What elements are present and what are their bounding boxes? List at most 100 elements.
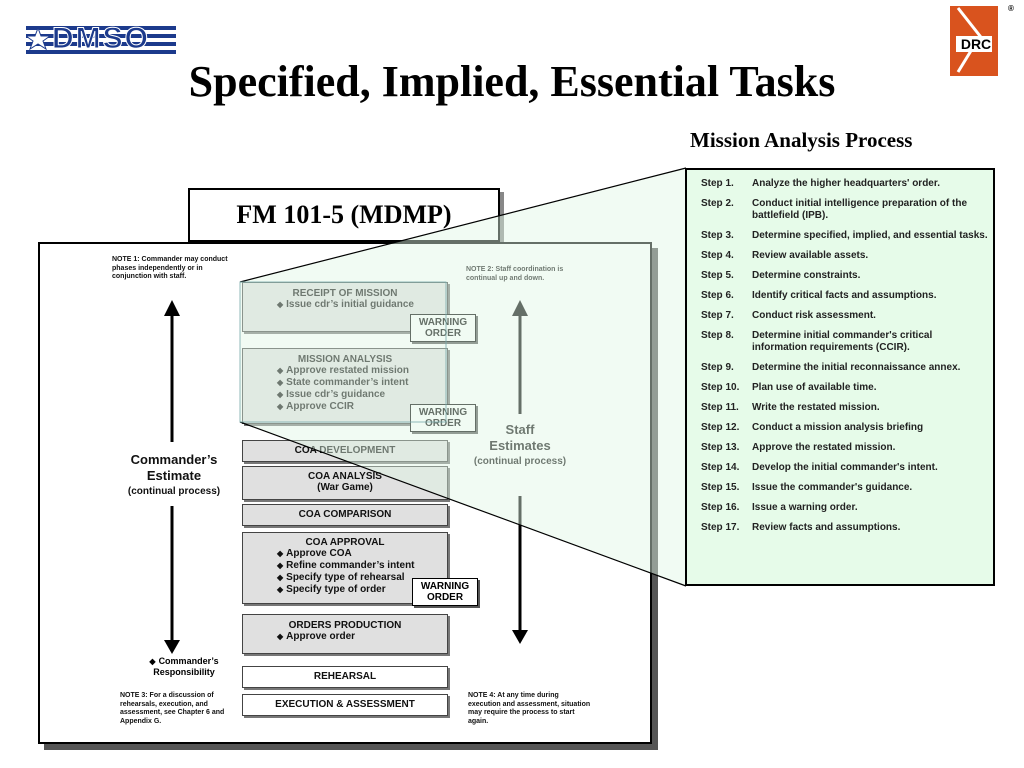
phase-item: Specify type of order — [277, 584, 447, 596]
step-text: Analyze the higher headquarters' order. — [752, 178, 940, 189]
phase-item: State commander’s intent — [277, 377, 447, 389]
step-row: Step 17.Review facts and assumptions. — [701, 522, 989, 534]
step-row: Step 3. Determine specified, implied, and… — [701, 230, 989, 242]
step-row: Step 8. Determine initial commander's cri… — [701, 330, 989, 354]
step-text: Write the restated mission. — [752, 402, 880, 413]
step-number: Step 3. — [701, 230, 734, 241]
warning-order-line1: WARNING — [418, 317, 468, 328]
step-number: Step 16. — [701, 502, 740, 513]
dmso-logo-text: DMSO — [52, 22, 150, 56]
step-number: Step 15. — [701, 482, 740, 493]
drc-logo-text: DRC — [960, 36, 992, 52]
warning-order-line2: ORDER — [424, 418, 462, 429]
staff-estimates-label: Staff Estimates (continual process) — [458, 422, 582, 470]
phase-rehearsal: REHEARSAL — [242, 666, 448, 688]
phase-item: Approve order — [277, 631, 447, 643]
step-text: Issue a warning order. — [752, 502, 858, 513]
step-number: Step 12. — [701, 422, 740, 433]
step-row: Step 11. Write the restated mission. — [701, 402, 989, 414]
commanders-estimate-label: Commander’s Estimate (continual process) — [104, 452, 244, 500]
dmso-logo: DMSO — [24, 20, 176, 64]
step-row: Step 15.Issue the commander's guidance. — [701, 482, 989, 494]
steps-list: Step 1. Analyze the higher headquarters' … — [701, 178, 989, 534]
phase-title: COA COMPARISON — [298, 509, 392, 520]
step-row: Step 16. Issue a warning order. — [701, 502, 989, 514]
warning-order-line2: ORDER — [424, 328, 462, 339]
step-row: Step 13.Approve the restated mission. — [701, 442, 989, 454]
mdmp-diagram: NOTE 1: Commander may conduct phases ind… — [38, 242, 652, 744]
phase-orders-production: ORDERS PRODUCTION Approve order — [242, 614, 448, 654]
step-row: Step 2. Conduct initial intelligence prep… — [701, 198, 989, 222]
step-number: Step 7. — [701, 310, 734, 321]
step-text: Plan use of available time. — [752, 382, 877, 393]
warning-order-line1: WARNING — [418, 407, 468, 418]
commanders-estimate-line1: Commander’s — [130, 452, 218, 467]
step-text: Conduct a mission analysis briefing — [752, 422, 924, 433]
step-text: Review facts and assumptions. — [752, 522, 901, 533]
step-number: Step 1. — [701, 178, 734, 189]
step-text: Determine initial commander's critical i… — [752, 330, 933, 353]
step-number: Step 14. — [701, 462, 740, 473]
phase-item: Issue cdr’s initial guidance — [277, 299, 447, 311]
warning-order-1: WARNING ORDER — [410, 314, 476, 342]
step-row: Step 12. Conduct a mission analysis brief… — [701, 422, 989, 434]
commanders-estimate-line2: Estimate — [146, 468, 202, 483]
step-number: Step 2. — [701, 198, 734, 209]
step-number: Step 4. — [701, 250, 734, 261]
warning-order-2: WARNING ORDER — [410, 404, 476, 432]
step-text: Determine specified, implied, and essent… — [752, 230, 988, 241]
commanders-responsibility: Commander’s Responsibility — [124, 656, 244, 678]
phase-coa-comparison: COA COMPARISON — [242, 504, 448, 526]
phase-title: ORDERS PRODUCTION — [288, 620, 402, 631]
step-text: Conduct initial intelligence preparation… — [752, 198, 968, 221]
drc-logo: DRC — [950, 6, 998, 76]
step-number: Step 6. — [701, 290, 734, 301]
step-text: Review available assets. — [752, 250, 869, 261]
phase-item: Refine commander’s intent — [277, 560, 447, 572]
phase-title: REHEARSAL — [313, 671, 377, 682]
phase-coa-development: COA DEVELOPMENT — [242, 440, 448, 462]
step-text: Develop the initial commander's intent. — [752, 462, 938, 473]
phase-execution-assessment: EXECUTION & ASSESSMENT — [242, 694, 448, 716]
page-title: Specified, Implied, Essential Tasks — [188, 57, 836, 106]
step-text: Conduct risk assessment. — [752, 310, 876, 321]
phase-title: EXECUTION & ASSESSMENT — [275, 699, 415, 710]
fm-reference-box: FM 101-5 (MDMP) — [188, 188, 500, 242]
step-text: Determine the initial reconnaissance ann… — [752, 362, 961, 373]
step-number: Step 11. — [701, 402, 739, 413]
page-subtitle: Mission Analysis Process — [690, 128, 913, 152]
registered-mark: ® — [1008, 4, 1014, 13]
fm-reference-label: FM 101-5 (MDMP) — [236, 200, 452, 229]
phase-title: COA DEVELOPMENT — [294, 445, 396, 456]
step-row: Step 4. Review available assets. — [701, 250, 989, 262]
note-3: NOTE 3: For a discussion of rehearsals, … — [120, 692, 225, 725]
step-number: Step 10. — [701, 382, 740, 393]
phase-coa-analysis: COA ANALYSIS (War Game) — [242, 466, 448, 500]
step-row: Step 10. Plan use of available time. — [701, 382, 989, 394]
step-text: Identify critical facts and assumptions. — [752, 290, 937, 301]
step-number: Step 8. — [701, 330, 734, 341]
step-row: Step 6. Identify critical facts and assum… — [701, 290, 989, 302]
warning-order-line2: ORDER — [426, 592, 464, 603]
phase-title: COA APPROVAL — [305, 537, 385, 548]
note-1: NOTE 1: Commander may conduct phases ind… — [112, 256, 228, 280]
step-number: Step 9. — [701, 362, 734, 373]
mission-analysis-steps-panel: Step 1. Analyze the higher headquarters' … — [685, 168, 995, 586]
step-text: Approve the restated mission. — [752, 442, 896, 453]
phase-item: Issue cdr’s guidance — [277, 389, 447, 401]
phase-title: MISSION ANALYSIS — [297, 354, 393, 365]
phase-title: COA ANALYSIS — [308, 471, 382, 482]
staff-estimates-sub: (continual process) — [473, 456, 567, 467]
dmso-logo-graphic — [24, 26, 176, 54]
commanders-estimate-sub: (continual process) — [127, 486, 221, 497]
step-row: Step 1. Analyze the higher headquarters' … — [701, 178, 989, 190]
step-text: Determine constraints. — [752, 270, 861, 281]
commanders-responsibility-line1: Commander’s — [124, 656, 244, 667]
warning-order-3: WARNING ORDER — [412, 578, 478, 606]
phase-subtitle: (War Game) — [317, 482, 373, 493]
commanders-responsibility-line2: Responsibility — [153, 667, 215, 677]
phase-item: Approve restated mission — [277, 365, 447, 377]
step-row: Step 14. Develop the initial commander's … — [701, 462, 989, 474]
note-4: NOTE 4: At any time during execution and… — [468, 692, 591, 725]
staff-estimates-line1: Staff — [505, 422, 535, 437]
